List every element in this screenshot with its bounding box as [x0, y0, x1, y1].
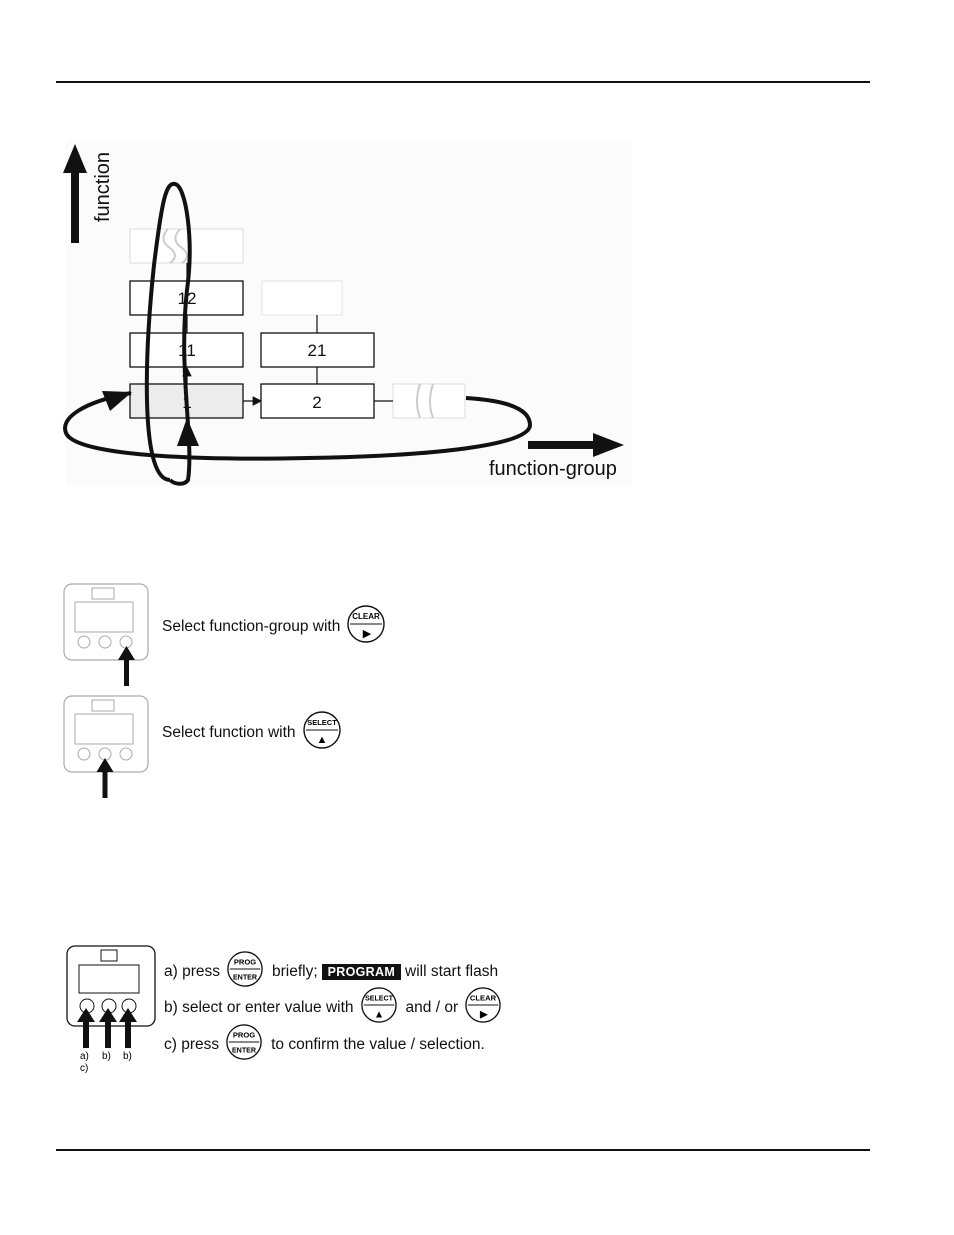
- function-diagram: function function-group 12 11 21 1: [58, 140, 638, 490]
- select-function-text: Select function with: [162, 724, 296, 742]
- step-a-suffix: briefly;: [272, 963, 318, 981]
- device-clear-highlight: [62, 582, 152, 688]
- select-function-group-line: Select function-group with CLEAR ▶: [162, 604, 386, 649]
- svg-text:21: 21: [308, 341, 327, 360]
- svg-text:ENTER: ENTER: [233, 973, 257, 981]
- right-arrow-icon: ▶: [363, 628, 372, 640]
- svg-text:ENTER: ENTER: [232, 1046, 256, 1054]
- select-function-group-text: Select function-group with: [162, 618, 340, 636]
- svg-text:PROG: PROG: [233, 1030, 255, 1039]
- step-c-suffix: to confirm the value / selection.: [271, 1036, 485, 1054]
- step-a-prefix: a) press: [164, 963, 220, 981]
- program-badge: PROGRAM: [322, 964, 401, 980]
- step-c-prefix: c) press: [164, 1036, 219, 1054]
- label-c: c): [80, 1063, 88, 1074]
- svg-text:CLEAR: CLEAR: [470, 993, 497, 1002]
- prog-enter-button-confirm: PROG ENTER: [225, 1023, 263, 1066]
- svg-text:CLEAR: CLEAR: [353, 612, 381, 621]
- box-21: 21: [261, 333, 374, 367]
- svg-text:PROG: PROG: [234, 957, 256, 966]
- step-b-prefix: b) select or enter value with: [164, 999, 354, 1017]
- device-procedure: a) c) b) b): [65, 944, 161, 1079]
- clear-button: CLEAR ▶: [346, 604, 386, 649]
- step-c: c) press PROG ENTER to confirm the value…: [164, 1023, 485, 1066]
- device-select-highlight: [62, 694, 152, 800]
- svg-text:11: 11: [178, 341, 196, 360]
- box-2: 2: [261, 384, 374, 418]
- function-group-axis-label: function-group: [489, 458, 617, 480]
- select-function-line: Select function with SELECT ▲: [162, 710, 342, 755]
- continuation-box-right: [262, 281, 342, 315]
- label-b-1: b): [102, 1051, 111, 1062]
- bottom-rule: [56, 1149, 870, 1151]
- up-arrow-icon: ▲: [373, 1009, 383, 1020]
- continuation-box-group: [393, 384, 465, 418]
- function-axis-label: function: [92, 152, 114, 222]
- step-a-end: will start flash: [405, 963, 498, 981]
- select-button: SELECT ▲: [302, 710, 342, 755]
- svg-text:SELECT: SELECT: [365, 994, 394, 1002]
- top-rule: [56, 81, 870, 83]
- label-a: a): [80, 1051, 89, 1062]
- up-arrow-icon: ▲: [316, 734, 327, 746]
- svg-text:2: 2: [312, 393, 321, 412]
- continuation-box-top: [130, 229, 243, 263]
- right-arrow-icon: ▶: [480, 1009, 488, 1020]
- label-b-2: b): [123, 1051, 132, 1062]
- svg-text:SELECT: SELECT: [307, 718, 337, 727]
- step-b-mid: and / or: [406, 999, 459, 1017]
